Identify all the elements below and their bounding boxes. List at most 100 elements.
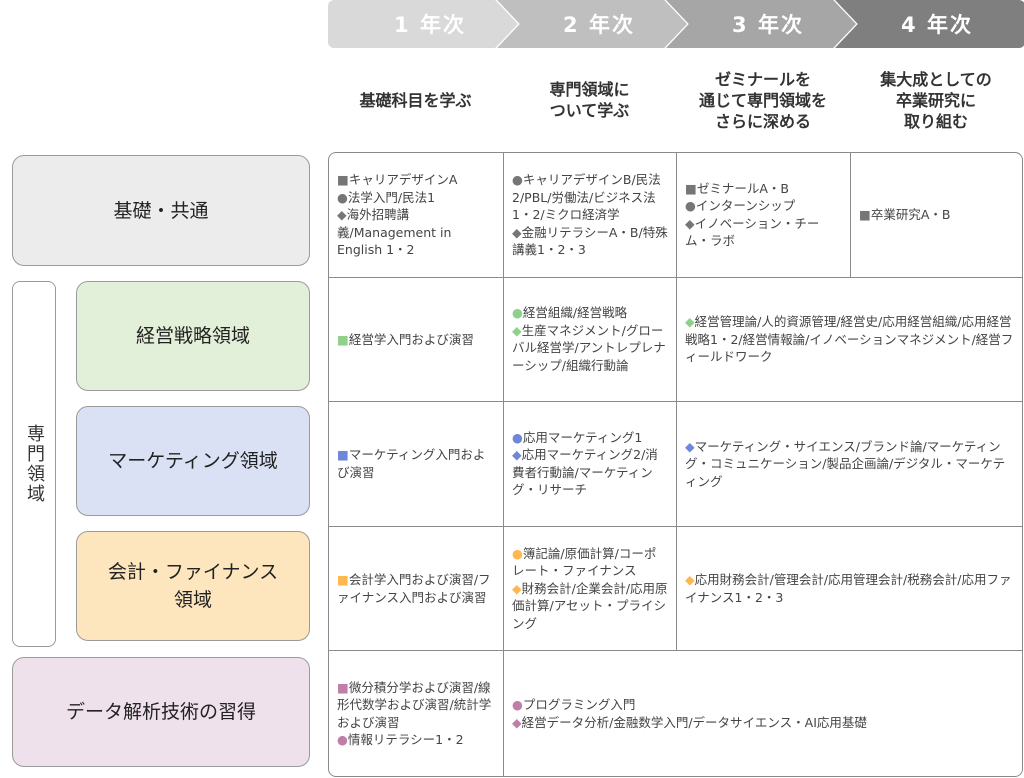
table-cell: ■ゼミナールA・B●インターンシップ◆イノベーション・チーム・ラボ (677, 153, 851, 278)
diamond-mark-icon: ◆ (512, 714, 522, 730)
area-marketing: マーケティング領域 (76, 406, 310, 516)
year-2-arrow: 2 年次 (497, 0, 687, 48)
square-mark-icon: ■ (337, 447, 349, 463)
year-1-arrow: 1 年次 (328, 0, 518, 48)
square-mark-icon: ■ (337, 172, 349, 188)
course-text: マーケティング入門および演習 (337, 447, 486, 480)
course-text: プログラミング入門 (522, 697, 636, 713)
course-item: ●キャリアデザインB/民法2/PBL/労働法/ビジネス法1・2/ミクロ経済学 (512, 171, 668, 224)
course-text: マーケティング・サイエンス/ブランド論/マーケティング・コミュニケーション/製品… (685, 438, 1006, 489)
diamond-mark-icon: ◆ (337, 207, 347, 223)
table-cell: ●経営組織/経営戦略◆生産マネジメント/グローバル経営学/アントレプレナーシップ… (504, 277, 677, 403)
course-text: 応用マーケティング1 (522, 429, 643, 445)
course-item: ◆経営データ分析/金融数学入門/データサイエンス・AI応用基礎 (512, 714, 1014, 732)
course-item: ◆マーケティング・サイエンス/ブランド論/マーケティング・コミュニケーション/製… (685, 438, 1014, 491)
course-item: ◆応用マーケティング2/消費者行動論/マーケティング・リサーチ (512, 446, 668, 499)
table-cell: ■経営学入門および演習 (329, 277, 504, 403)
course-text: 卒業研究A・B (870, 207, 951, 223)
square-mark-icon: ■ (337, 572, 349, 588)
course-item: ■ゼミナールA・B (685, 180, 842, 198)
square-mark-icon: ■ (859, 207, 871, 223)
table-cell: ●簿記論/原価計算/コーポレート・ファイナンス◆財務会計/企業会計/応用原価計算… (504, 526, 677, 652)
course-item: ■経営学入門および演習 (337, 331, 495, 349)
area-specialty: 専門領域 (12, 281, 56, 647)
diamond-mark-icon: ◆ (512, 322, 522, 338)
course-item: ◆財務会計/企業会計/応用原価計算/アセット・プライシング (512, 580, 668, 633)
course-text: 応用マーケティング2/消費者行動論/マーケティング・リサーチ (512, 447, 658, 498)
circle-mark-icon: ● (512, 429, 523, 445)
diamond-mark-icon: ◆ (685, 438, 695, 454)
diamond-mark-icon: ◆ (512, 224, 522, 240)
course-text: 法学入門/民法1 (347, 189, 436, 205)
table-cell: ◆経営管理論/人的資源管理/経営史/応用経営組織/応用経営戦略1・2/経営情報論… (677, 278, 1022, 403)
course-text: 応用財務会計/管理会計/応用管理会計/税務会計/応用ファイナンス1・2・3 (685, 572, 1012, 605)
course-text: 生産マネジメント/グローバル経営学/アントレプレナーシップ/組織行動論 (512, 322, 666, 373)
course-item: ■会計学入門および演習/ファイナンス入門および演習 (337, 571, 495, 606)
table-cell: ■マーケティング入門および演習 (329, 402, 504, 527)
area-strategy: 経営戦略領域 (76, 281, 310, 391)
course-item: ●法学入門/民法1 (337, 189, 495, 207)
course-text: 金融リテラシーA・B/特殊講義1・2・3 (512, 224, 668, 258)
course-text: キャリアデザインB/民法2/PBL/労働法/ビジネス法1・2/ミクロ経済学 (512, 172, 661, 223)
course-text: 海外招聘講義/Management in English 1・2 (337, 207, 452, 258)
square-mark-icon: ■ (337, 679, 349, 695)
diamond-mark-icon: ◆ (685, 572, 695, 588)
year-4-arrow: 4 年次 (835, 0, 1024, 48)
table-cell: ■卒業研究A・B (851, 153, 1022, 278)
area-basic: 基礎・共通 (12, 155, 310, 266)
course-text: 経営データ分析/金融数学入門/データサイエンス・AI応用基礎 (521, 714, 867, 730)
course-item: ◆応用財務会計/管理会計/応用管理会計/税務会計/応用ファイナンス1・2・3 (685, 571, 1014, 606)
table-cell: ◆マーケティング・サイエンス/ブランド論/マーケティング・コミュニケーション/製… (677, 402, 1022, 527)
square-mark-icon: ■ (685, 180, 697, 196)
table-cell: ●応用マーケティング1◆応用マーケティング2/消費者行動論/マーケティング・リサ… (504, 402, 677, 527)
year-4-subtitle: 集大成としての 卒業研究に 取り組む (880, 69, 992, 131)
area-finance: 会計・ファイナンス 領域 (76, 531, 310, 641)
course-item: ●インターンシップ (685, 197, 842, 215)
course-item: ●経営組織/経営戦略 (512, 304, 668, 322)
circle-mark-icon: ● (685, 198, 696, 214)
circle-mark-icon: ● (512, 172, 523, 188)
diamond-mark-icon: ◆ (512, 580, 522, 596)
course-item: ■微分積分学および演習/線形代数学および演習/統計学および演習 (337, 679, 495, 732)
table-cell: ●プログラミング入門◆経営データ分析/金融数学入門/データサイエンス・AI応用基… (504, 651, 1022, 776)
year-1-subtitle: 基礎科目を学ぶ (359, 90, 472, 110)
course-item: ●プログラミング入門 (512, 696, 1014, 714)
table-cell: ◆応用財務会計/管理会計/応用管理会計/税務会計/応用ファイナンス1・2・3 (677, 527, 1022, 652)
circle-mark-icon: ● (337, 189, 348, 205)
course-item: ■マーケティング入門および演習 (337, 446, 495, 481)
course-item: ◆金融リテラシーA・B/特殊講義1・2・3 (512, 224, 668, 259)
course-text: イノベーション・チーム・ラボ (685, 215, 820, 249)
course-text: 簿記論/原価計算/コーポレート・ファイナンス (512, 545, 657, 579)
diamond-mark-icon: ◆ (512, 447, 522, 463)
course-item: ◆生産マネジメント/グローバル経営学/アントレプレナーシップ/組織行動論 (512, 322, 668, 375)
course-text: ゼミナールA・B (696, 180, 789, 196)
year-2-subtitle: 専門領域に ついて学ぶ (549, 80, 630, 120)
course-item: ■卒業研究A・B (859, 206, 1014, 224)
course-item: ●簿記論/原価計算/コーポレート・ファイナンス (512, 545, 668, 580)
course-text: 微分積分学および演習/線形代数学および演習/統計学および演習 (337, 679, 492, 730)
course-item: ●情報リテラシー1・2 (337, 731, 495, 749)
course-item: ●応用マーケティング1 (512, 429, 668, 447)
course-text: 経営組織/経営戦略 (522, 305, 628, 321)
course-text: 会計学入門および演習/ファイナンス入門および演習 (337, 572, 491, 605)
table-cell: ■キャリアデザインA●法学入門/民法1◆海外招聘講義/Management in… (329, 153, 504, 278)
circle-mark-icon: ● (337, 732, 348, 748)
course-text: キャリアデザインA (348, 172, 458, 188)
course-text: 財務会計/企業会計/応用原価計算/アセット・プライシング (512, 580, 668, 631)
circle-mark-icon: ● (512, 305, 523, 321)
course-item: ◆海外招聘講義/Management in English 1・2 (337, 206, 495, 259)
curriculum-table: ■キャリアデザインA●法学入門/民法1◆海外招聘講義/Management in… (328, 152, 1023, 777)
course-text: 経営学入門および演習 (348, 331, 474, 347)
course-text: 情報リテラシー1・2 (347, 732, 464, 748)
area-data: データ解析技術の習得 (12, 657, 310, 767)
course-text: 経営管理論/人的資源管理/経営史/応用経営組織/応用経営戦略1・2/経営情報論/… (685, 314, 1014, 365)
course-item: ◆経営管理論/人的資源管理/経営史/応用経営組織/応用経営戦略1・2/経営情報論… (685, 313, 1014, 366)
table-cell: ■微分積分学および演習/線形代数学および演習/統計学および演習●情報リテラシー1… (329, 651, 504, 776)
square-mark-icon: ■ (337, 331, 349, 347)
table-cell: ■会計学入門および演習/ファイナンス入門および演習 (329, 526, 504, 652)
circle-mark-icon: ● (512, 545, 523, 561)
year-3-subtitle: ゼミナールを 通じて専門領域を さらに深める (698, 69, 827, 131)
year-3-arrow: 3 年次 (666, 0, 856, 48)
course-item: ◆イノベーション・チーム・ラボ (685, 215, 842, 250)
course-item: ■キャリアデザインA (337, 171, 495, 189)
